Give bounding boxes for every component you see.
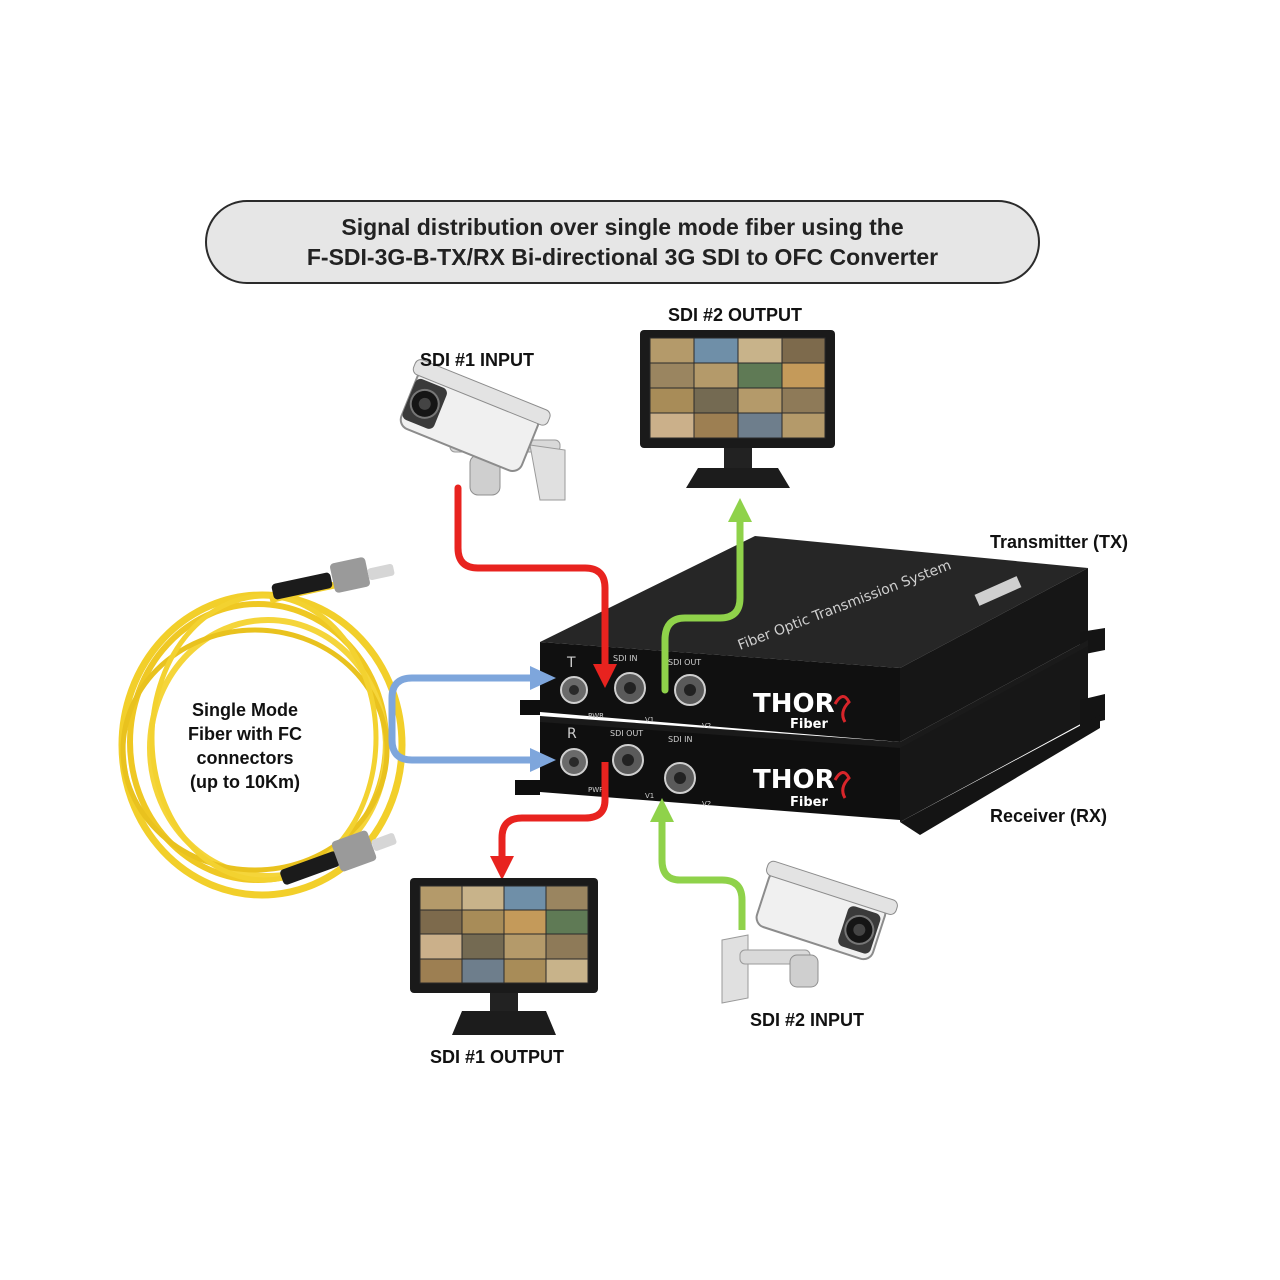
rx-brand-logo: THOR	[753, 765, 835, 795]
monitor-sdi1-output	[410, 878, 598, 1035]
fc-connector-top	[271, 557, 395, 600]
arrow-fiber-loop	[388, 666, 556, 772]
arrow-sdi1-output-path	[490, 762, 609, 880]
rx-led-v1: V1	[645, 792, 654, 800]
monitor-sdi2-output	[640, 330, 835, 488]
fiber-cable-label: Single Mode Fiber with FC connectors (up…	[160, 698, 330, 794]
label-sdi1-output: SDI #1 OUTPUT	[430, 1047, 565, 1067]
label-transmitter: Transmitter (TX)	[990, 532, 1129, 552]
diagram-title-line-2: F-SDI-3G-B-TX/RX Bi-directional 3G SDI t…	[306, 244, 939, 270]
label-sdi1-input: SDI #1 INPUT	[420, 350, 535, 370]
fc-connector-bottom	[280, 830, 397, 885]
tx-led-v1: V1	[645, 716, 654, 724]
diagram-title-line-1: Signal distribution over single mode fib…	[341, 214, 904, 240]
fiber-label-line-4: (up to 10Km)	[190, 772, 300, 792]
arrow-sdi1-input-path	[454, 484, 617, 688]
label-sdi2-output: SDI #2 OUTPUT	[668, 305, 803, 325]
fiber-cable-coil	[118, 580, 406, 899]
arrow-sdi2-input-path	[650, 798, 746, 930]
tx-led-v2: V2	[702, 722, 711, 730]
tx-led-pwr: PWR	[588, 712, 604, 720]
fiber-label-line-1: Single Mode	[191, 700, 298, 720]
tx-brand-logo: THOR	[753, 689, 835, 719]
tx-letter: T	[566, 655, 576, 671]
converter-device: Fiber Optic Transmission System T SDI IN…	[515, 536, 1105, 835]
diagram-title-box: Signal distribution over single mode fib…	[205, 200, 1040, 284]
camera-sdi2-input	[721, 860, 898, 1004]
tx-port-label-2: SDI OUT	[668, 658, 701, 667]
tx-brand-sub: Fiber	[790, 717, 828, 732]
label-sdi2-input: SDI #2 INPUT	[750, 1010, 865, 1030]
camera-sdi1-input	[399, 359, 566, 501]
label-receiver: Receiver (RX)	[990, 806, 1108, 826]
arrow-sdi2-output-path	[661, 498, 752, 694]
rx-led-pwr: PWR	[588, 786, 604, 794]
rx-letter: R	[567, 726, 577, 742]
rx-port-label-1: SDI OUT	[610, 729, 643, 738]
rx-port-label-2: SDI IN	[668, 735, 693, 744]
fiber-label-line-3: connectors	[196, 748, 294, 768]
rx-led-v2: V2	[702, 800, 711, 808]
rx-brand-sub: Fiber	[790, 795, 828, 810]
fiber-label-line-2: Fiber with FC	[188, 724, 302, 744]
tx-port-label-1: SDI IN	[613, 654, 638, 663]
